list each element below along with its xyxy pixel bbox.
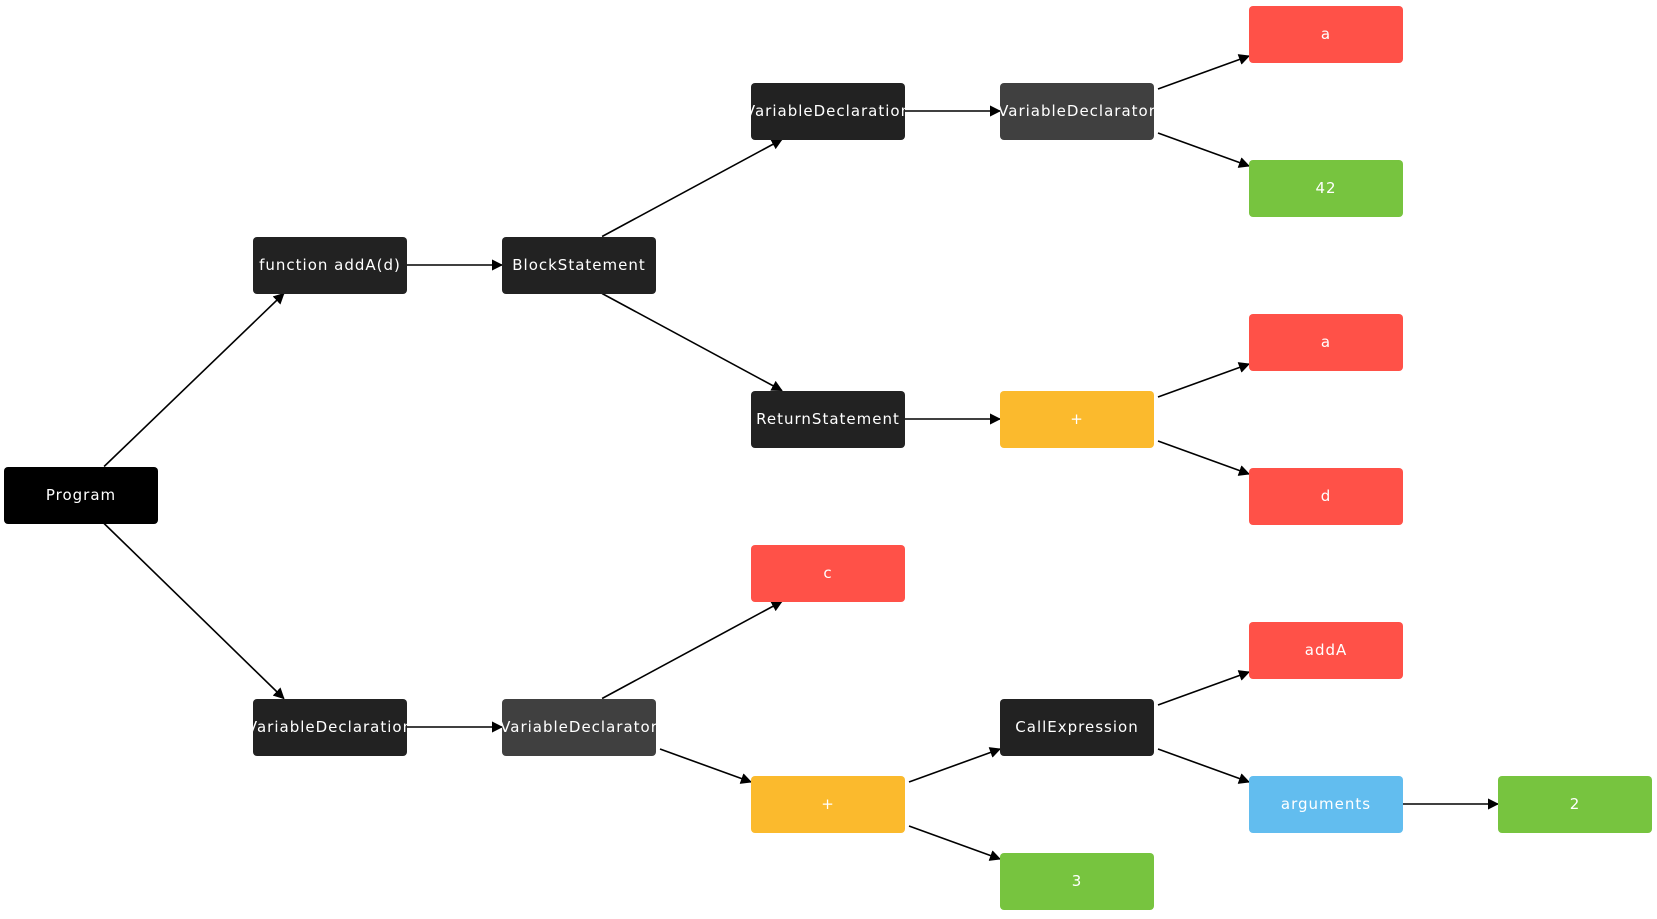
node-literal-42[interactable]: 42 bbox=[1249, 159, 1403, 217]
node-literal-2[interactable]: 2 bbox=[1498, 775, 1652, 833]
node-identifier-a-2[interactable]: a bbox=[1249, 313, 1403, 371]
node-identifier-adda[interactable]: addA bbox=[1249, 621, 1403, 679]
edge-var_declarator_outer-to-op_plus_2 bbox=[659, 748, 753, 784]
node-identifier-d[interactable]: d bbox=[1249, 467, 1403, 525]
edge-var_declarator_inner-to-ident_a_1 bbox=[1157, 54, 1251, 90]
node-function-adda[interactable]: function addA(d) bbox=[253, 236, 407, 294]
edge-op_plus_1-to-ident_d bbox=[1157, 440, 1251, 476]
edge-var_declarator_inner-to-lit_42 bbox=[1157, 132, 1251, 168]
node-identifier-a-1[interactable]: a bbox=[1249, 5, 1403, 63]
edge-op_plus_1-to-ident_a_2 bbox=[1157, 362, 1251, 398]
edge-block_statement-to-return_statement bbox=[601, 292, 783, 392]
edge-op_plus_2-to-call_expression bbox=[908, 747, 1002, 783]
node-block-statement[interactable]: BlockStatement bbox=[502, 236, 656, 294]
node-identifier-c[interactable]: c bbox=[751, 544, 905, 602]
node-literal-3[interactable]: 3 bbox=[1000, 852, 1154, 910]
node-program[interactable]: Program bbox=[4, 466, 158, 524]
edge-call_expression-to-arguments bbox=[1157, 748, 1251, 784]
node-variable-declarator-outer[interactable]: VariableDeclarator bbox=[502, 698, 656, 756]
node-variable-declaration-outer[interactable]: VariableDeclaration bbox=[253, 698, 407, 756]
edge-block_statement-to-var_declaration_inner bbox=[601, 138, 783, 238]
node-call-expression[interactable]: CallExpression bbox=[1000, 698, 1154, 756]
edge-program-to-function_adda bbox=[103, 292, 285, 468]
node-variable-declarator-inner[interactable]: VariableDeclarator bbox=[1000, 82, 1154, 140]
node-variable-declaration-inner[interactable]: VariableDeclaration bbox=[751, 82, 905, 140]
node-binary-plus-1[interactable]: + bbox=[1000, 390, 1154, 448]
edge-var_declarator_outer-to-ident_c bbox=[601, 600, 783, 700]
edge-program-to-var_declaration_outer bbox=[103, 522, 285, 700]
node-arguments[interactable]: arguments bbox=[1249, 775, 1403, 833]
edge-op_plus_2-to-lit_3 bbox=[908, 825, 1002, 861]
node-binary-plus-2[interactable]: + bbox=[751, 775, 905, 833]
edge-call_expression-to-ident_adda bbox=[1157, 670, 1251, 706]
node-return-statement[interactable]: ReturnStatement bbox=[751, 390, 905, 448]
